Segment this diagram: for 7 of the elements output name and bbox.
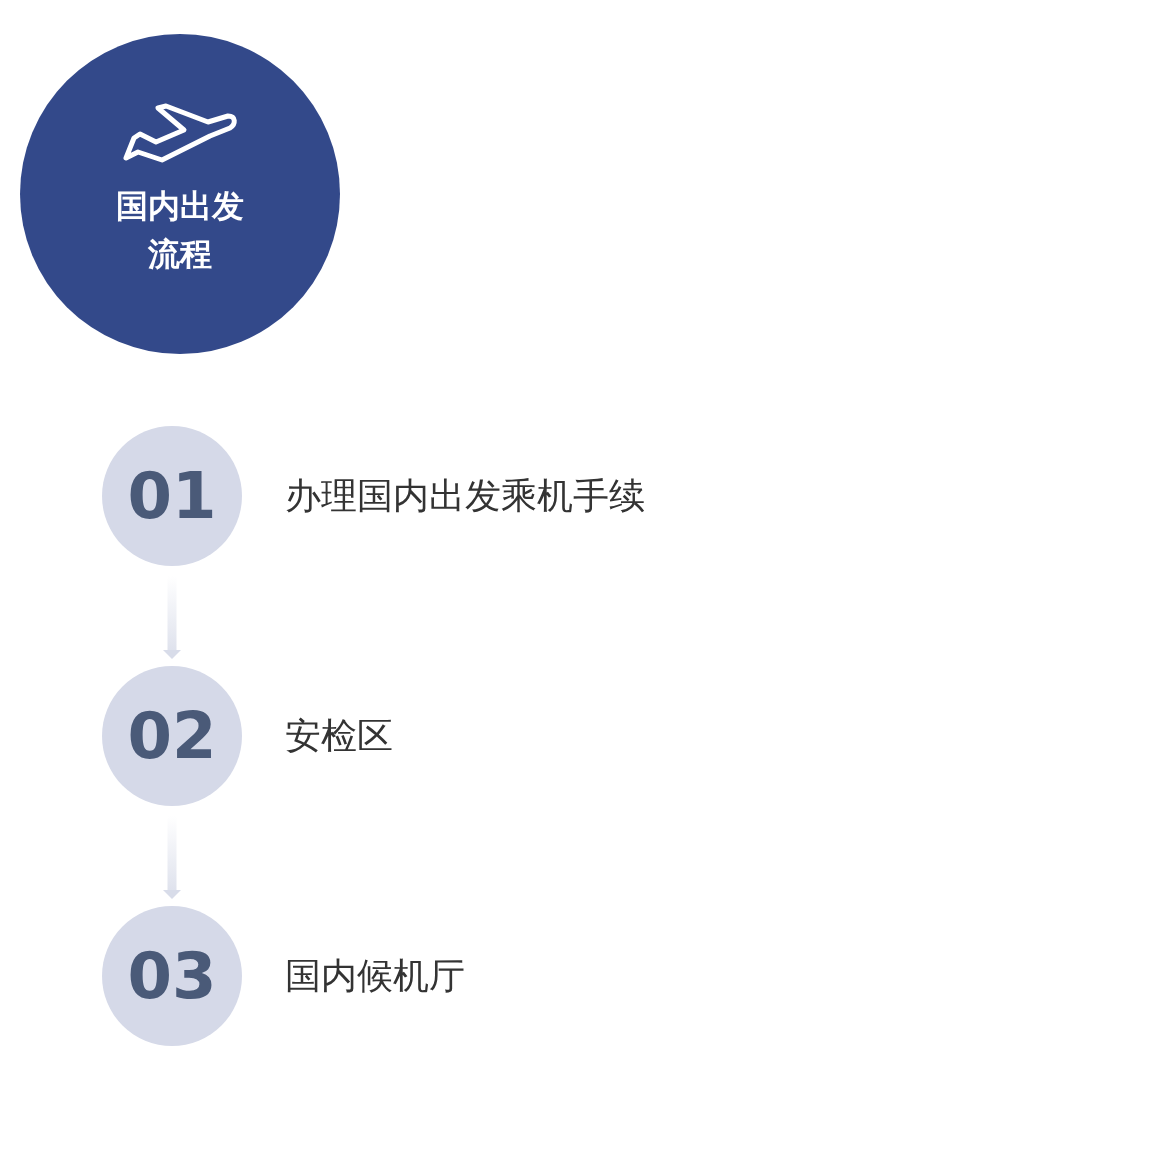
step-label: 安检区 xyxy=(285,714,393,758)
step-number: 01 xyxy=(127,464,217,528)
step-label: 办理国内出发乘机手续 xyxy=(285,474,645,518)
step-number: 03 xyxy=(127,944,217,1008)
step-label: 国内候机厅 xyxy=(285,954,465,998)
step-number: 02 xyxy=(127,704,217,768)
title-text: 国内出发流程 xyxy=(115,187,245,274)
